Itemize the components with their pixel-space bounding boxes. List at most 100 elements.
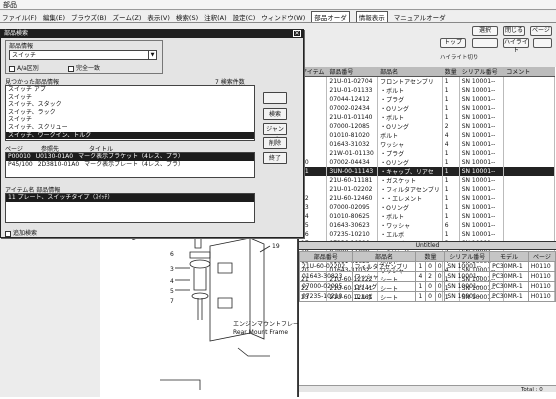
order-hscrollbar[interactable]: [299, 385, 556, 392]
toolbar-top-button[interactable]: トップ: [440, 38, 466, 48]
order-cell-q2[interactable]: 2: [425, 271, 436, 282]
menu-info-display[interactable]: 情報表示: [355, 11, 388, 22]
exact-match-label: 完全一致: [76, 65, 101, 72]
parts-cell-no: [299, 176, 328, 185]
toolbar-close-button[interactable]: 閉じる: [503, 26, 525, 36]
menu-browse[interactable]: ブラウズ(B): [71, 13, 107, 22]
list-item[interactable]: スイッチ: [8, 93, 33, 101]
list-item[interactable]: スイッチ、スタック: [8, 101, 62, 109]
order-cell-num: 07000-02095: [299, 281, 353, 292]
additional-search-checkbox[interactable]: 追加検索: [5, 228, 37, 237]
dialog-close-icon[interactable]: ✕: [293, 30, 301, 37]
order-cell-q1[interactable]: 4: [415, 271, 427, 282]
jump-button[interactable]: ジャンプ: [263, 123, 287, 144]
order-cell-q2[interactable]: 0: [425, 291, 436, 302]
found-parts-list[interactable]: スイッチ アプスイッチスイッチ、スタックスイッチ、ラックスイッチスイッチ、スクリ…: [5, 85, 255, 141]
order-cell-q2[interactable]: 0: [425, 281, 436, 292]
order-header-serial[interactable]: シリアル番号: [444, 251, 491, 262]
search-button[interactable]: 検索: [263, 108, 287, 120]
chevron-down-icon[interactable]: ▼: [148, 51, 156, 59]
parts-cell-name: ・エルボ: [377, 230, 443, 239]
close-button[interactable]: 終了: [263, 152, 287, 164]
order-header-number[interactable]: 部品番号: [299, 251, 353, 262]
parts-cell-num: 21U-01-01140: [326, 113, 379, 122]
order-header-model[interactable]: モデル: [489, 251, 529, 262]
menu-manual-order[interactable]: マニュアルオーダ: [393, 13, 446, 22]
list-item[interactable]: スイッチ、スクリュー: [8, 123, 68, 131]
delete-button[interactable]: 削除: [263, 137, 287, 149]
menu-search[interactable]: 検索(S): [175, 13, 199, 22]
list-item[interactable]: スイッチ、ワークイン、トルク: [6, 131, 254, 140]
menu-annotate[interactable]: 注釈(A): [204, 13, 227, 22]
menu-parts-order[interactable]: 部品オーダ: [311, 11, 350, 22]
item-list[interactable]: 11 プレート、スイッチタイプ（ｽｲｯﾁ）: [5, 193, 255, 223]
toolbar-blank-button[interactable]: [472, 38, 498, 48]
parts-cell-num: 21W-01-01130: [326, 149, 379, 158]
list-item[interactable]: スイッチ アプ: [8, 86, 46, 93]
parts-cell-num: 07000-02095: [326, 203, 379, 212]
list-item[interactable]: スイッチ: [8, 116, 33, 124]
parts-header-serial[interactable]: シリアル番号: [459, 67, 505, 77]
order-header-name[interactable]: 部品名: [351, 251, 417, 262]
blank-button[interactable]: [263, 92, 287, 104]
exact-match-checkbox[interactable]: 完全一致: [68, 63, 100, 72]
parts-cell-num: 01010-81020: [326, 131, 379, 140]
order-cell-q1[interactable]: 1: [415, 261, 427, 272]
menu-view[interactable]: 表示(V): [147, 13, 170, 22]
ref-cell-ref: 2D3810-01A0: [37, 160, 80, 168]
parts-header-item[interactable]: アイテム: [299, 67, 328, 77]
parts-header-comment[interactable]: コメント: [503, 67, 555, 77]
parts-header-qty[interactable]: 数量: [442, 67, 460, 77]
order-cell-q2[interactable]: 0: [425, 261, 436, 272]
menu-edit[interactable]: 編集(E): [42, 13, 65, 22]
item-list-row[interactable]: 11 プレート、スイッチタイプ（ｽｲｯﾁ）: [6, 194, 254, 202]
part-search-dialog: 部品検索 ✕ 部品情報 スイッチ ▼ A/a区別 完全一致 見つかった部品情報 …: [0, 29, 304, 238]
order-header-qty[interactable]: 数量: [415, 251, 446, 262]
toolbar-highlight-button[interactable]: ハイライト: [503, 38, 529, 54]
menu-window[interactable]: ウィンドウ(W): [261, 13, 306, 22]
menu-settings[interactable]: 設定(C): [232, 13, 256, 22]
parts-cell-num: 21U-60-12460: [326, 194, 379, 203]
parts-cell-no: [299, 185, 328, 194]
menu-file[interactable]: ファイル(F): [2, 13, 37, 22]
toolbar-select-button[interactable]: 選択: [472, 26, 498, 36]
toolbar-page-button[interactable]: ページ: [530, 26, 552, 36]
parts-header-name[interactable]: 部品名: [377, 67, 443, 77]
parts-header-number[interactable]: 部品番号: [326, 67, 379, 77]
parts-cell-num: 01643-31032: [326, 140, 379, 149]
order-cell-q1[interactable]: 1: [415, 281, 427, 292]
order-cell-q1[interactable]: 1: [415, 291, 427, 302]
search-combo[interactable]: スイッチ ▼: [9, 50, 157, 60]
case-sensitive-checkbox[interactable]: A/a区別: [9, 63, 39, 72]
list-item[interactable]: スイッチ、ラック: [8, 108, 56, 116]
toolbar-extra-button[interactable]: [533, 38, 552, 48]
menu-zoom[interactable]: ズーム(Z): [112, 13, 142, 22]
order-header-page[interactable]: ページ: [527, 251, 556, 262]
